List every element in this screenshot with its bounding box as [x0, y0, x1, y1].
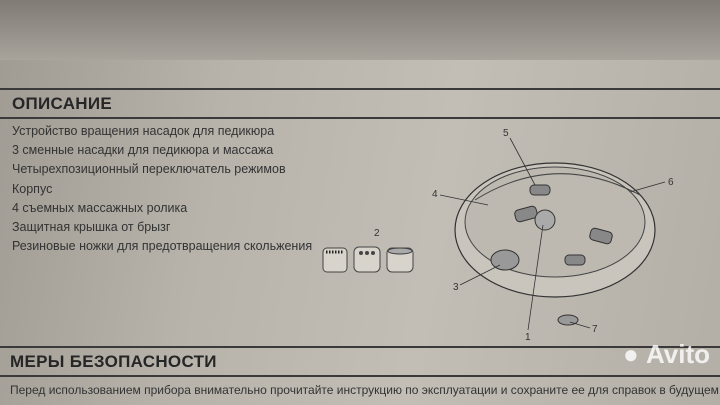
list-item: 4 съемных массажных ролика — [12, 200, 188, 215]
list-item: 3 сменные насадки для педикюра и массажа — [12, 143, 274, 158]
list-item: Корпус — [12, 181, 53, 196]
label-4: 4 — [432, 189, 438, 200]
list-item: Защитная крышка от брызг — [12, 219, 171, 234]
callout-lines — [439, 137, 666, 331]
divider — [0, 88, 720, 90]
description-list: Устройство вращения насадок для педикюра… — [12, 122, 312, 256]
divider — [0, 375, 720, 377]
label-1: 1 — [525, 332, 531, 343]
avito-watermark: ● Avito — [623, 340, 710, 368]
avito-logo-icon: ● — [623, 339, 646, 369]
foot-spa-basin — [454, 162, 656, 326]
attachment-brush-icon — [322, 247, 348, 273]
attachment-massage-icon — [353, 246, 381, 273]
label-3: 3 — [453, 282, 459, 293]
list-item: Резиновые ножки для предотвращения сколь… — [12, 239, 313, 254]
section-title-description: ОПИСАНИЕ — [12, 94, 113, 113]
label-2: 2 — [374, 228, 380, 239]
label-7: 7 — [592, 324, 598, 335]
attachment-pumice-icon — [386, 247, 414, 273]
safety-paragraph: Перед использованием прибора внимательно… — [10, 383, 720, 397]
watermark-text: Avito — [645, 339, 710, 369]
page-top-shadow — [0, 0, 720, 60]
divider — [0, 117, 720, 119]
list-item: Четырехпозиционный переключатель режимов — [12, 162, 286, 177]
list-item: Устройство вращения насадок для педикюра — [12, 124, 275, 138]
section-title-safety: МЕРЫ БЕЗОПАСНОСТИ — [10, 352, 217, 371]
label-5: 5 — [503, 128, 509, 139]
divider — [0, 346, 720, 348]
label-6: 6 — [668, 177, 674, 188]
